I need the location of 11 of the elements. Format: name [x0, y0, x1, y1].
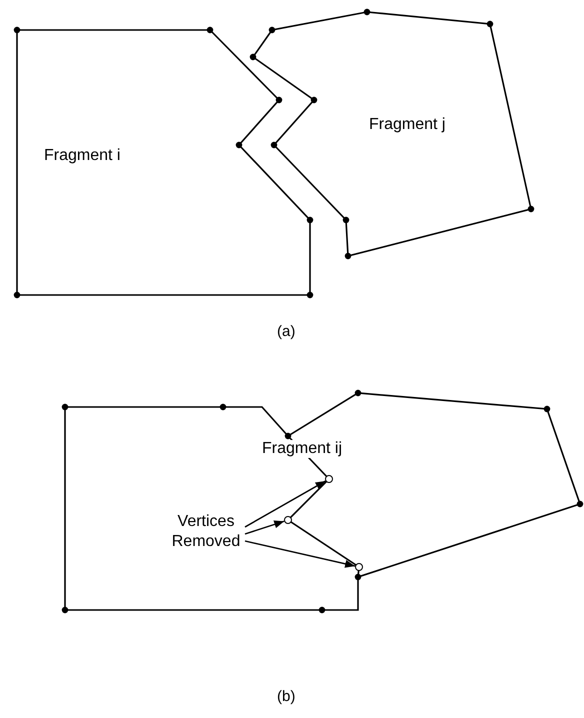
removed-vertex-circle [325, 475, 333, 483]
callout-text: Vertices Removed [163, 512, 249, 552]
panel-label: (b) [277, 688, 296, 705]
removed-vertex-circle [355, 563, 363, 571]
panel-label: (a) [277, 323, 296, 340]
region-label: Fragment j [367, 116, 448, 134]
arrow [244, 480, 326, 528]
arrow [244, 540, 356, 568]
region-label: Fragment i [42, 147, 122, 165]
removed-vertex-circle [284, 516, 292, 524]
arrow [244, 520, 284, 535]
